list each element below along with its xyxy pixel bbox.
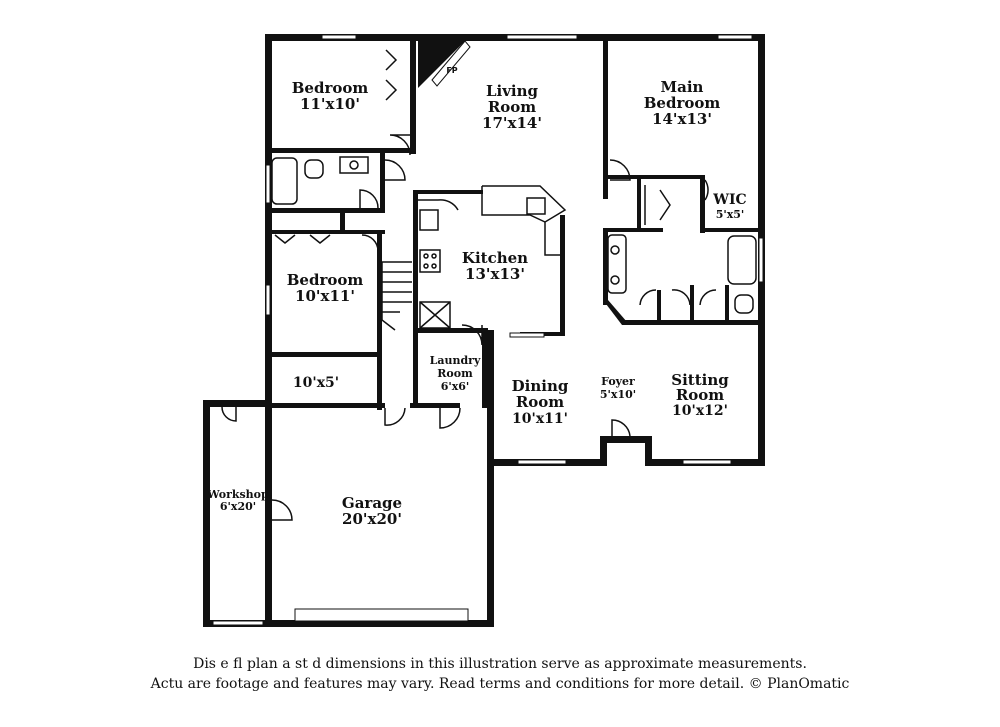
- disclaimer-line-2: Actu are footage and features may vary. …: [150, 676, 850, 692]
- interior-walls: [265, 34, 762, 627]
- bedroom-w-name: Bedroom: [287, 271, 364, 289]
- windows: [212, 34, 764, 626]
- room-labels: Bedroom 11'x10' Living Room 17'x14' Main…: [206, 78, 746, 528]
- sitting-name1: Sitting: [671, 371, 729, 389]
- laundry-name1: Laundry: [430, 354, 481, 367]
- kitchen-name: Kitchen: [462, 249, 528, 267]
- fireplace-label: FP: [446, 66, 457, 75]
- living-name1: Living: [486, 82, 539, 100]
- disclaimer-line-1: Dis e fl plan a st d dimensions in this …: [193, 656, 807, 672]
- bedroom-w-dim: 10'x11': [295, 287, 355, 305]
- main-bedroom-dim: 14'x13': [652, 110, 712, 128]
- dining-name2: Room: [516, 393, 564, 411]
- foyer-name: Foyer: [601, 375, 635, 388]
- garage-name: Garage: [342, 494, 402, 512]
- workshop-dim: 6'x20': [220, 500, 256, 513]
- wic-name: WIC: [712, 192, 746, 208]
- sitting-dim: 10'x12': [672, 403, 728, 419]
- door-swings: [221, 49, 717, 521]
- main-bedroom-name1: Main: [661, 78, 704, 96]
- sitting-name2: Room: [676, 386, 724, 404]
- hall-dim: 10'x5': [293, 375, 339, 391]
- living-dim: 17'x14': [482, 114, 542, 132]
- dining-name1: Dining: [512, 377, 569, 395]
- fireplace-shape: [418, 41, 465, 88]
- foyer-dim: 5'x10': [600, 388, 636, 401]
- dining-dim: 10'x11': [512, 411, 568, 427]
- kitchen-dim: 13'x13': [465, 265, 525, 283]
- fixtures: [271, 156, 757, 331]
- main-bedroom-name2: Bedroom: [644, 94, 721, 112]
- garage-dim: 20'x20': [342, 510, 402, 528]
- laundry-dim: 6'x6': [441, 380, 470, 393]
- wic-dim: 5'x5': [716, 208, 745, 221]
- bedroom-nw-name: Bedroom: [292, 79, 369, 97]
- laundry-name2: Room: [437, 367, 473, 380]
- workshop-name: Workshop: [206, 488, 269, 501]
- bedroom-nw-dim: 11'x10': [300, 95, 360, 113]
- living-name2: Room: [488, 98, 536, 116]
